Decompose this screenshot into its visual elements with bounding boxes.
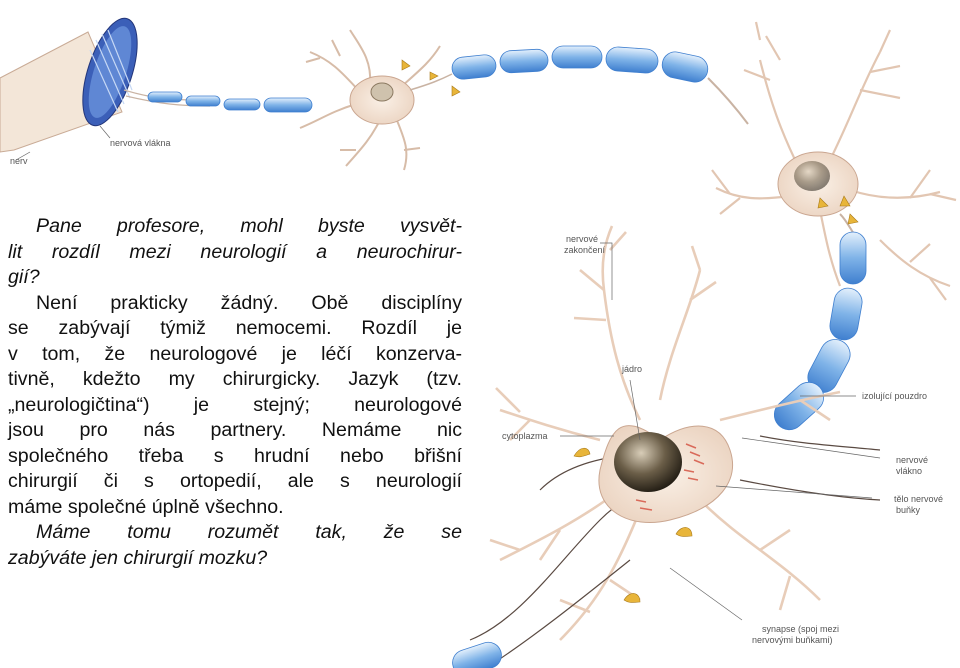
label-synapse-2: nervovými buňkami) [752,635,833,645]
label-nervove-zakonceni-2: zakončení [564,245,606,255]
label-nerv: nerv [10,156,28,166]
text-line: chirurgií či s ortopedií, ale s neurolog… [8,469,462,495]
text-line: jsou pro nás partnery. Nemáme nic [8,418,462,444]
label-nervove-vlakno-2: vlákno [896,466,922,476]
text-line: zabýváte jen chirurgií mozku? [8,546,462,572]
text-line: lit rozdíl mezi neurologií a neurochirur… [8,240,462,266]
text-line: gií? [8,265,462,291]
long-axon [410,46,748,124]
text-line: „neurologičtina“) je stejný; neurologové [8,393,462,419]
text-line: Máme tomu rozumět tak, že se [8,520,462,546]
text-line: máme společné úplně všechno. [8,495,462,521]
text-line: společného třeba s hrudní nebo břišní [8,444,462,470]
label-nervova-vlakna: nervová vlákna [110,138,171,148]
label-synapse-1: synapse (spoj mezi [762,624,839,634]
label-jadro: jádro [621,364,642,374]
small-neuron [300,30,440,170]
label-izolujici-pouzdro: izolující pouzdro [862,391,927,401]
label-cytoplazma: cytoplazma [502,431,548,441]
label-nervove-vlakno-1: nervové [896,455,928,465]
small-axon [148,92,312,112]
nerve-bundle [0,12,148,152]
text-line: se zabývají týmiž nemocemi. Rozdíl je [8,316,462,342]
main-neuron [470,226,880,668]
question-1: Pane profesore, mohl byste vysvět- lit r… [8,214,462,291]
text-line: Není prakticky žádný. Obě disciplíny [8,291,462,317]
label-telo-nervove-bunky-2: buňky [896,505,921,515]
text-line: v tom, že neurologové je léčí konzerva- [8,342,462,368]
descending-axon [768,214,866,436]
interview-article: Pane profesore, mohl byste vysvět- lit r… [8,214,462,571]
upper-right-neuron [712,22,956,300]
label-telo-nervove-bunky-1: tělo nervové [894,494,943,504]
label-nervove-zakonceni-1: nervové [566,234,598,244]
question-2: Máme tomu rozumět tak, že se zabýváte je… [8,520,462,571]
lower-axon-end [449,639,505,668]
answer-1: Není prakticky žádný. Obě disciplíny se … [8,291,462,521]
text-line: Pane profesore, mohl byste vysvět- [8,214,462,240]
synapse-terminals [402,60,858,603]
text-line: tivně, kdežto my chirurgicky. Jazyk (tzv… [8,367,462,393]
